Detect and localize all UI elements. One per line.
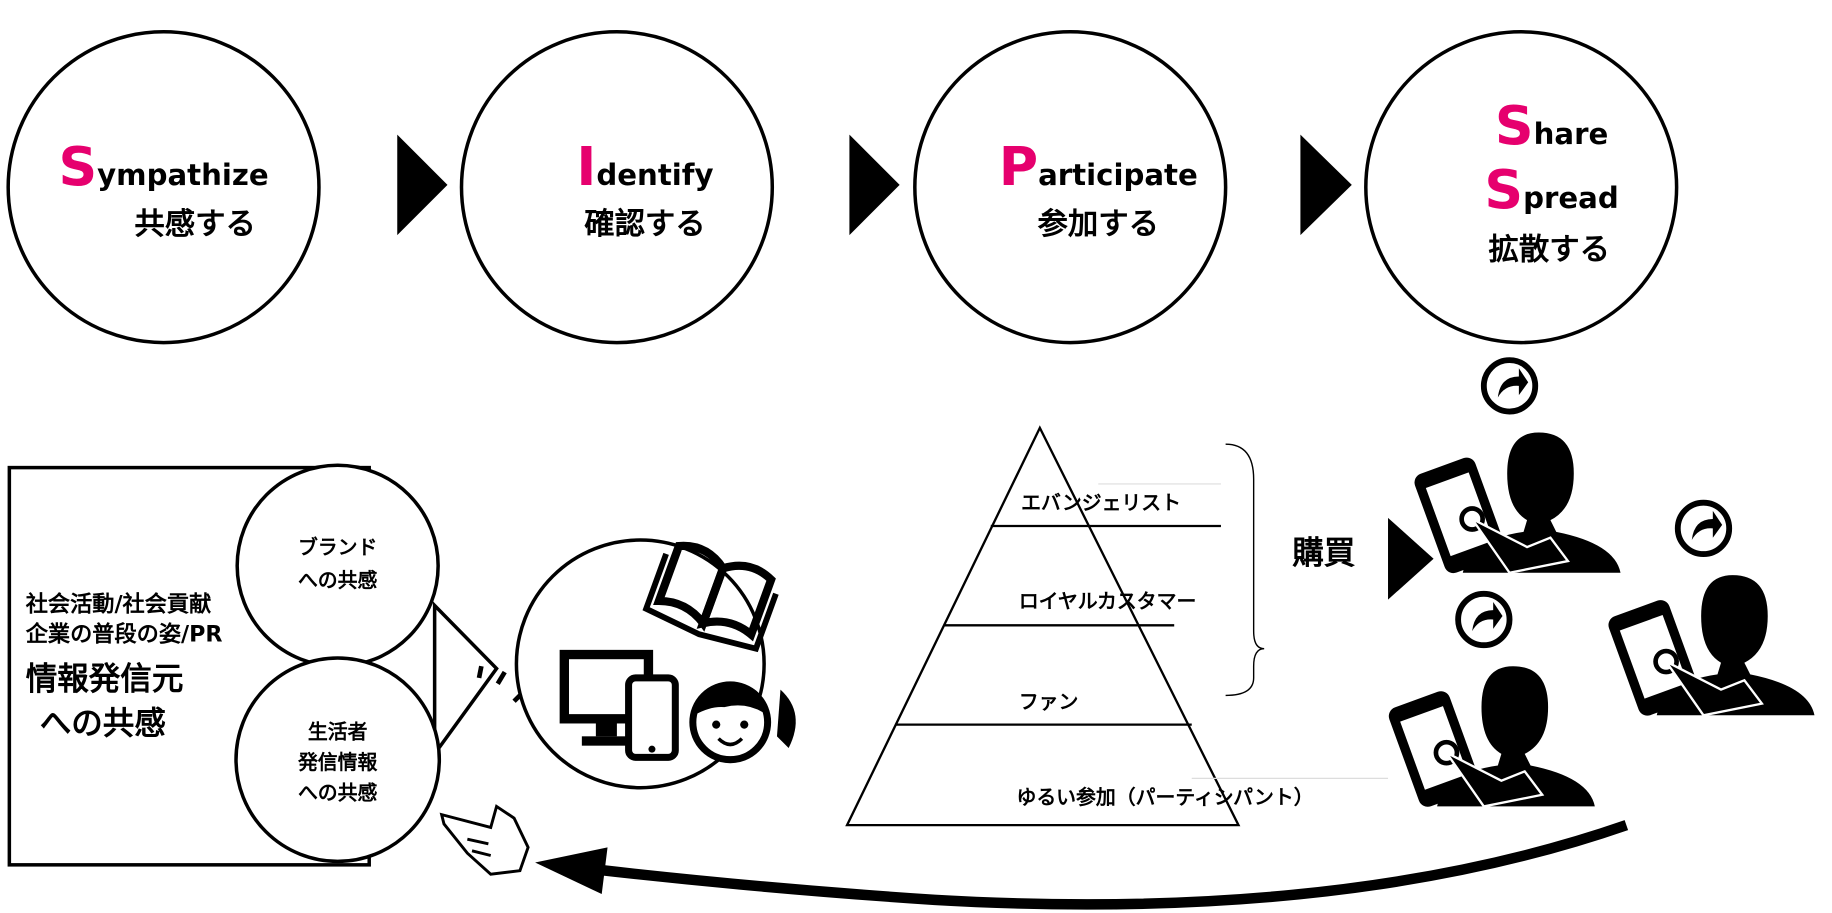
purchase-label: 購買 (1292, 535, 1356, 571)
arrow-right-icon (1300, 134, 1352, 236)
pyramid-level: エバンジェリスト (1021, 492, 1181, 515)
customer-pyramid: エバンジェリスト ロイヤルカスタマー ファン ゆるい参加（パーティシパント） 購… (845, 425, 1434, 827)
person-tapping-phone-icon (1606, 503, 1815, 719)
step-initial: S (1495, 94, 1534, 157)
step-initial: I (576, 135, 596, 198)
arrow-right-icon (397, 134, 448, 236)
svg-text:Sympathize: Sympathize (58, 135, 268, 198)
identify-media (514, 538, 796, 790)
sympathy-line1: 社会活動/社会貢献 (26, 590, 212, 617)
person-tapping-phone-icon (1412, 360, 1621, 576)
sympathy-title1: 情報発信元 (26, 662, 184, 698)
step-word: ympathize (97, 158, 269, 192)
step-word: pread (1523, 181, 1619, 215)
consumer-label: 発信情報 (297, 751, 378, 774)
sympathy-title2: への共感 (40, 706, 166, 742)
person-tapping-phone-icon (1386, 594, 1595, 810)
consumer-label: への共感 (298, 781, 378, 804)
sympathy-line2: 企業の普段の姿/PR (26, 621, 223, 648)
step-initial: S (1484, 158, 1523, 221)
share-person-3 (1386, 594, 1595, 810)
step-word: dentify (596, 158, 713, 192)
return-arrow-icon (535, 820, 1629, 910)
sympathy-panel: 社会活動/社会貢献 企業の普段の姿/PR 情報発信元 への共感 ブランド への共… (7, 463, 528, 867)
brand-label: への共感 (298, 569, 378, 592)
step-participate: Participate 参加する (913, 30, 1228, 345)
step-jp: 参加する (1038, 207, 1159, 242)
svg-text:Participate: Participate (999, 135, 1198, 198)
step-jp: 共感する (134, 207, 255, 242)
arrow-right-icon (1388, 517, 1434, 600)
svg-text:Identify: Identify (576, 135, 713, 198)
svg-text:Share: Share (1495, 94, 1608, 157)
share-person-1 (1412, 360, 1621, 576)
share-person-2 (1606, 503, 1815, 719)
brace-icon (1225, 443, 1265, 697)
step-initial: P (999, 135, 1038, 198)
step-initial: S (58, 135, 97, 198)
pyramid-level: ファン (1019, 690, 1079, 713)
step-word: hare (1534, 117, 1609, 151)
step-identify: Identify 確認する (459, 30, 775, 345)
pyramid-level: ロイヤルカスタマー (1019, 590, 1197, 613)
step-share-spread: Share Spread 拡散する (1364, 30, 1679, 345)
girl-face-icon (689, 681, 796, 764)
book-icon (642, 541, 779, 653)
step-sympathize: Sympathize 共感する (6, 30, 321, 345)
arrow-right-icon (849, 134, 900, 236)
smartphone-icon (625, 674, 679, 761)
step-jp: 拡散する (1489, 233, 1610, 268)
pyramid-level: ゆるい参加（パーティシパント） (1016, 786, 1313, 809)
pointing-hand-icon (439, 804, 530, 876)
consumer-label: 生活者 (308, 721, 368, 744)
step-word: articipate (1038, 158, 1198, 192)
brand-label: ブランド (298, 536, 377, 559)
svg-text:Spread: Spread (1484, 158, 1618, 221)
step-jp: 確認する (584, 206, 705, 242)
